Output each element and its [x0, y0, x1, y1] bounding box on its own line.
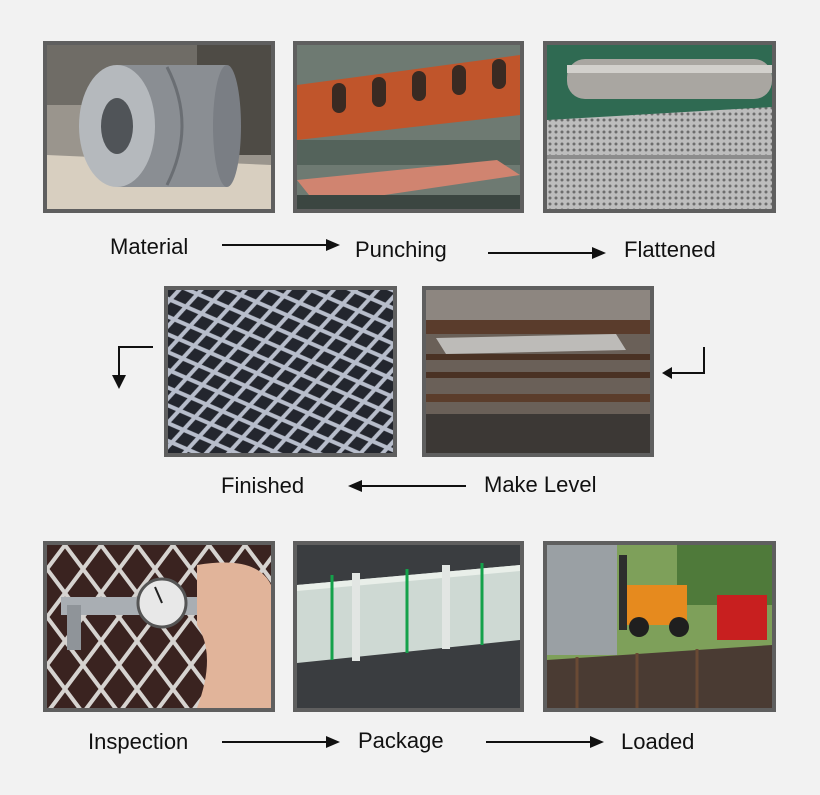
- make-level-photo: [422, 286, 654, 457]
- label-inspection: Inspection: [88, 729, 189, 754]
- arrow-right-icon: [486, 736, 604, 748]
- label-loaded: Loaded: [621, 729, 695, 754]
- label-flattened: Flattened: [624, 237, 716, 262]
- label-package: Package: [358, 728, 444, 753]
- label-punching: Punching: [355, 237, 447, 262]
- arrow-right-icon: [222, 239, 340, 251]
- label-material: Material: [110, 234, 189, 259]
- punching-photo: [293, 41, 524, 213]
- arrow-left-icon: [348, 480, 466, 492]
- flattened-photo: [543, 41, 776, 213]
- loaded-photo: [543, 541, 776, 712]
- arrow-down-icon: [112, 346, 153, 389]
- label-finished: Finished: [221, 473, 305, 498]
- package-photo: [293, 541, 524, 712]
- material-photo: [43, 41, 275, 213]
- arrow-right-icon: [222, 736, 340, 748]
- arrow-left-down-icon: [662, 347, 705, 379]
- finished-photo: [164, 286, 397, 457]
- inspection-photo: [43, 541, 275, 712]
- label-make-level: Make Level: [484, 472, 597, 497]
- arrow-right-icon: [488, 247, 606, 259]
